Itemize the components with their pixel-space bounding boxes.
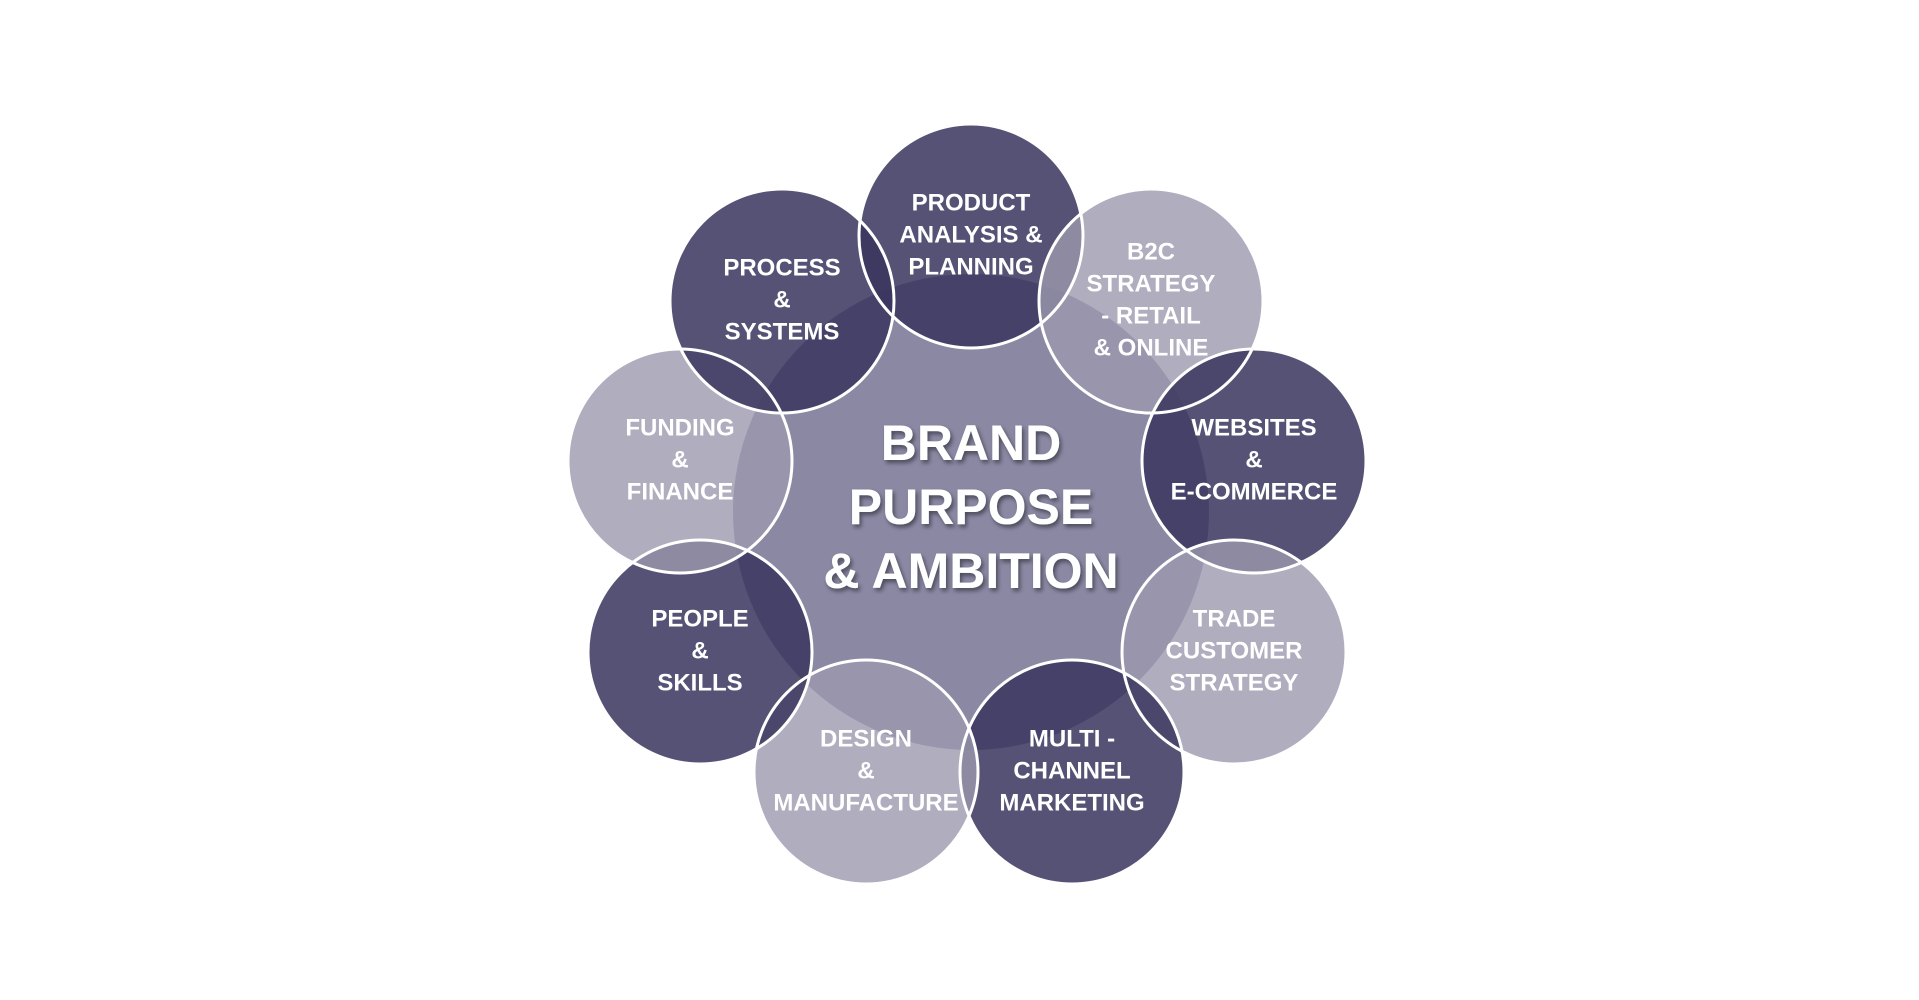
petal-fills [568, 124, 1366, 884]
petal-outlines [566, 122, 1368, 886]
petal-label-product-analysis-planning: PRODUCT ANALYSIS & PLANNING [899, 189, 1042, 280]
petal-label-line: PROCESS [723, 254, 840, 281]
petal-b2c-strategy [1039, 189, 1263, 413]
petal-outline-b2c-strategy [1037, 187, 1265, 415]
petal-label-line: PLANNING [908, 253, 1033, 280]
petal-outline-people-skills [586, 538, 814, 766]
petal-label-b2c-strategy: B2C STRATEGY - RETAIL & ONLINE [1087, 238, 1216, 361]
petal-trade-customer-strategy [1122, 540, 1346, 764]
petal-label-line: & [1245, 446, 1262, 473]
petal-labels: PRODUCT ANALYSIS & PLANNING B2C STRATEGY - RE… [625, 189, 1337, 816]
center-title-line-2: PURPOSE [849, 479, 1094, 535]
center-title-line-3: & AMBITION [823, 543, 1118, 599]
petal-label-line: PEOPLE [651, 605, 748, 632]
petal-label-process-systems: PROCESS & SYSTEMS [723, 254, 840, 345]
petal-label-line: & [671, 446, 688, 473]
petal-label-line: FINANCE [627, 478, 734, 505]
petal-label-line: FUNDING [625, 414, 734, 441]
center-title-line-1: BRAND [881, 415, 1062, 471]
petal-people-skills [588, 540, 812, 764]
petal-label-line: ANALYSIS & [899, 221, 1042, 248]
petal-websites-ecommerce [1142, 349, 1366, 573]
center-title: BRAND PURPOSE & AMBITION [823, 415, 1118, 599]
petal-label-people-skills: PEOPLE & SKILLS [651, 605, 748, 696]
petal-label-line: & [691, 637, 708, 664]
petal-label-line: MARKETING [999, 789, 1144, 816]
petal-label-line: SKILLS [657, 669, 742, 696]
petal-label-multi-channel-marketing: MULTI - CHANNEL MARKETING [999, 725, 1144, 816]
petal-funding-finance [568, 349, 792, 573]
petal-process-systems [670, 189, 894, 413]
petal-multi-channel-marketing [960, 660, 1184, 884]
petal-outline-trade-customer-strategy [1120, 538, 1348, 766]
petal-label-line: - RETAIL [1101, 302, 1201, 329]
petal-label-websites-ecommerce: WEBSITES & E-COMMERCE [1171, 414, 1338, 505]
petal-label-line: B2C [1127, 238, 1175, 265]
petal-label-line: DESIGN [820, 725, 912, 752]
petal-outline-websites-ecommerce [1140, 347, 1368, 575]
petal-label-line: E-COMMERCE [1171, 478, 1338, 505]
petal-label-line: SYSTEMS [725, 318, 840, 345]
petal-label-line: STRATEGY [1170, 669, 1299, 696]
petal-outline-product-analysis-planning [857, 122, 1085, 350]
petal-design-manufacture [754, 660, 978, 884]
petal-label-line: MULTI - [1029, 725, 1115, 752]
petal-label-line: & [773, 286, 790, 313]
petal-label-line: TRADE [1193, 605, 1276, 632]
petal-label-line: CHANNEL [1013, 757, 1130, 784]
petal-outline-design-manufacture [752, 658, 980, 886]
petal-outline-process-systems [668, 187, 896, 415]
petal-outline-multi-channel-marketing [958, 658, 1186, 886]
petal-label-line: CUSTOMER [1166, 637, 1303, 664]
petal-label-line: STRATEGY [1087, 270, 1216, 297]
petal-label-line: WEBSITES [1191, 414, 1316, 441]
petal-label-line: PRODUCT [912, 189, 1031, 216]
petal-label-trade-customer-strategy: TRADE CUSTOMER STRATEGY [1166, 605, 1303, 696]
petal-label-line: & [857, 757, 874, 784]
petal-label-line: MANUFACTURE [773, 789, 958, 816]
petal-label-line: & ONLINE [1094, 334, 1209, 361]
petal-label-funding-finance: FUNDING & FINANCE [625, 414, 734, 505]
petal-label-design-manufacture: DESIGN & MANUFACTURE [773, 725, 958, 816]
petal-product-analysis-planning [859, 124, 1083, 348]
